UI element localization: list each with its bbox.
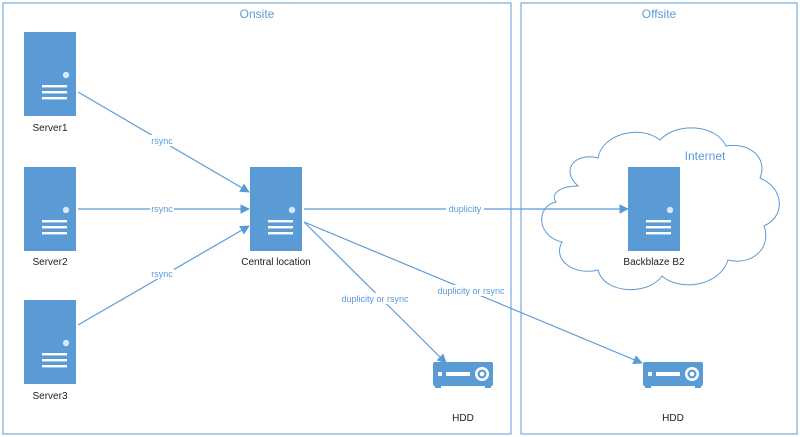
server3-label: Server3 [32, 391, 67, 402]
hdd-onsite-icon [433, 362, 493, 388]
server2-icon [24, 167, 76, 251]
server1-icon [24, 32, 76, 116]
edge-label-backblaze: duplicity [449, 204, 482, 214]
backblaze-label: Backblaze B2 [623, 257, 685, 268]
hdd-offsite-label: HDD [662, 413, 684, 424]
onsite-zone [2, 2, 512, 435]
edge-label-server2: rsync [151, 204, 173, 214]
offsite-zone [520, 2, 798, 435]
edge-label-server1: rsync [151, 136, 173, 146]
server3-icon [24, 300, 76, 384]
internet-label: Internet [685, 149, 726, 163]
edge-label-hdd-onsite: duplicity or rsync [341, 294, 409, 304]
central-location-label: Central location [241, 257, 310, 268]
edge-label-hdd-offsite: duplicity or rsync [437, 286, 505, 296]
edge-central-hdd-onsite [303, 221, 447, 364]
hdd-offsite-icon [643, 362, 703, 388]
central-server-icon [250, 167, 302, 251]
server2-label: Server2 [32, 257, 67, 268]
hdd-onsite-label: HDD [452, 413, 474, 424]
onsite-zone-title: Onsite [240, 7, 275, 21]
backblaze-server-icon [628, 167, 680, 251]
edge-label-server3: rsync [151, 269, 173, 279]
offsite-zone-title: Offsite [642, 7, 677, 21]
server1-label: Server1 [32, 123, 67, 134]
